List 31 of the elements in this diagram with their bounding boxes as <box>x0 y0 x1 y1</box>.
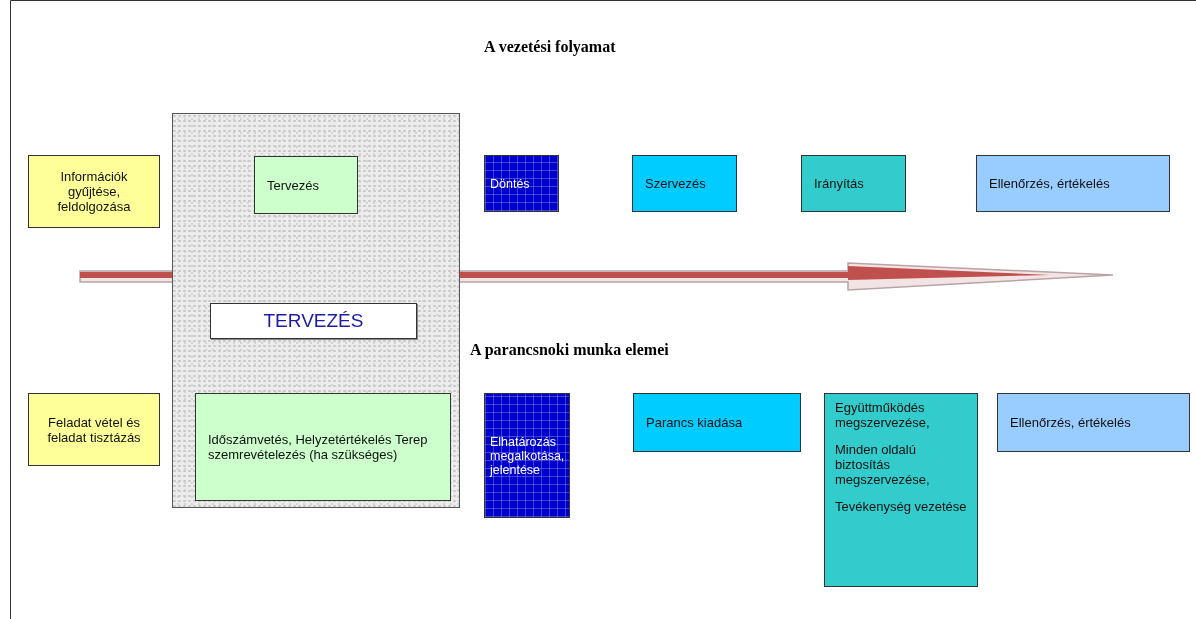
process-box <box>633 393 801 452</box>
shaded-panel <box>172 113 460 508</box>
process-box <box>28 393 160 466</box>
process-box <box>210 303 417 339</box>
box-text: Tevékenység vezetése <box>835 499 967 514</box>
box-label: Parancs kiadása <box>646 415 744 430</box>
process-box <box>632 155 737 212</box>
box-label: Időszámvetés, Helyzetértékelés Terep szemrevételezés (ha szükséges) <box>208 432 429 462</box>
box-label: TERVEZÉS <box>262 310 365 332</box>
box-label: Információk gyűjtése, feldolgozása <box>56 169 132 214</box>
box-label: Feladat vétel és feladat tisztázás <box>46 414 142 445</box>
process-box <box>976 155 1170 212</box>
process-box <box>28 155 160 228</box>
box-label: Tervezés <box>267 177 321 193</box>
process-box <box>824 393 978 587</box>
box-text: Minden oldalú biztosítás megszervezése, <box>835 442 931 487</box>
process-box <box>254 156 358 214</box>
box-label: Elhatározás megalkotása, jelentése <box>490 434 564 477</box>
process-box <box>801 155 906 212</box>
diagram-title: A vezetési folyamat <box>484 38 616 56</box>
process-box <box>484 155 559 212</box>
box-label: Ellenőrzés, értékelés <box>989 176 1111 191</box>
process-box <box>484 393 570 518</box>
box-label: Döntés <box>490 176 531 191</box>
box-label: Szervezés <box>645 176 707 191</box>
box-label: Irányítás <box>814 176 865 191</box>
box-label: Együttműködés megszervezése, <box>835 400 931 430</box>
box-label: Ellenőrzés, értékelés <box>1010 415 1132 430</box>
process-box <box>195 393 451 501</box>
process-box <box>997 393 1190 452</box>
section-heading: A parancsnoki munka elemei <box>470 341 669 359</box>
